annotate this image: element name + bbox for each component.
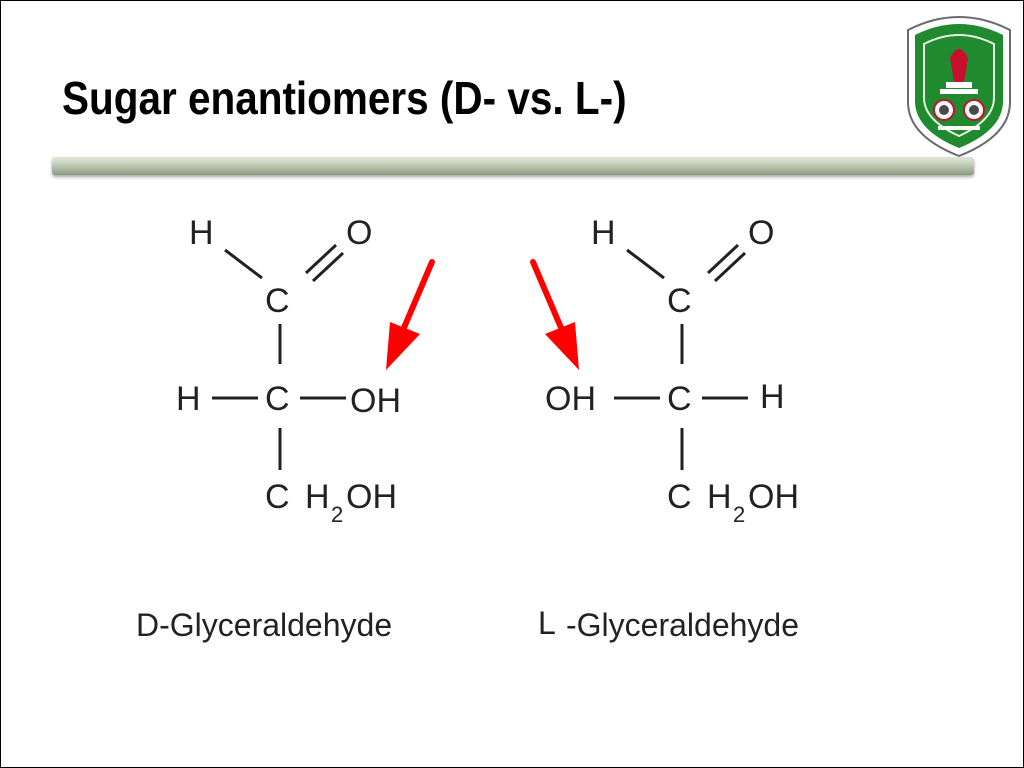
l-aldehyde-h: H (591, 214, 616, 252)
d-aldehyde-h: H (189, 214, 214, 252)
slide-title: Sugar enantiomers (D- vs. L-) (62, 72, 627, 124)
l-bond-c1-o-a (706, 243, 740, 275)
l-glyceraldehyde-caption: -Glyceraldehyde (566, 607, 799, 643)
d-carbon-3: C (265, 478, 290, 516)
d-ch2oh-subscript: 2 (331, 502, 343, 527)
l-carbon-1: C (667, 282, 692, 320)
d-ch2oh-h: H (305, 478, 330, 516)
l-bond-h-c1 (626, 248, 665, 280)
d-carbon-1: C (265, 282, 290, 320)
l-pointer-arrow (530, 259, 579, 370)
l-carbon-3: C (667, 478, 692, 516)
d-bond-h-c1 (224, 248, 263, 280)
title-divider (52, 157, 974, 175)
l-ch2oh-subscript: 2 (733, 502, 745, 527)
d-bond-c1-o-a (304, 243, 338, 275)
d-aldehyde-o: O (346, 214, 372, 252)
l-right-substituent: H (760, 378, 785, 416)
d-glyceraldehyde-caption: D-Glyceraldehyde (136, 607, 392, 643)
d-right-substituent: OH (350, 382, 401, 420)
university-seal-icon (907, 16, 1011, 158)
l-aldehyde-o: O (748, 214, 774, 252)
l-left-substituent: OH (545, 380, 596, 418)
l-glyceraldehyde-structure: H O C OH C H C H 2 OH (545, 214, 799, 527)
l-ch2oh-oh: OH (748, 478, 799, 516)
l-bond-c1-o-b (713, 251, 747, 283)
d-pointer-arrow (386, 259, 435, 370)
l-caption-letter: L (538, 605, 556, 641)
d-glyceraldehyde-structure: H O C H C OH C H 2 OH (176, 214, 401, 527)
l-ch2oh-h: H (707, 478, 732, 516)
l-carbon-2: C (667, 380, 692, 418)
d-ch2oh-oh: OH (346, 478, 397, 516)
d-bond-c1-o-b (311, 251, 345, 283)
d-left-substituent: H (176, 380, 201, 418)
d-carbon-2: C (265, 380, 290, 418)
